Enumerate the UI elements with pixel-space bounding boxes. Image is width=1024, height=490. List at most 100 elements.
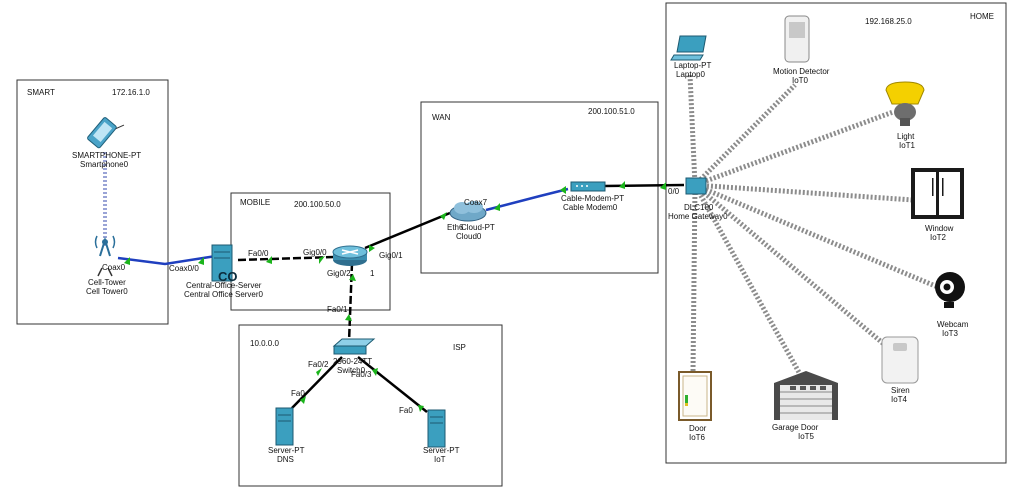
router-device[interactable]: Gig0/0 Gig0/1 Gig0/2 1 Fa0/1 bbox=[303, 245, 403, 314]
gateway-type: DLC100 bbox=[684, 203, 714, 212]
zone-smart: SMART 172.16.1.0 bbox=[16, 79, 169, 325]
wireless-links bbox=[103, 74, 941, 387]
cell-tower-icon bbox=[94, 235, 116, 277]
router-port-gig01: Gig0/1 bbox=[379, 251, 403, 260]
laptop-type: Laptop-PT bbox=[674, 61, 711, 70]
webcam-type: Webcam bbox=[937, 320, 969, 329]
eth-switch-dns bbox=[291, 356, 343, 409]
cloud-device[interactable]: Coax7 Eth6 Cloud-PT Cloud0 bbox=[447, 198, 495, 241]
garage-door-device[interactable]: Garage Door IoT5 bbox=[772, 371, 838, 441]
server-icon bbox=[427, 409, 446, 448]
cable-links bbox=[117, 183, 685, 413]
siren-icon bbox=[881, 336, 919, 384]
zone-mobile-label: MOBILE bbox=[240, 198, 270, 207]
webcam-device[interactable]: Webcam IoT3 bbox=[935, 272, 969, 338]
dns-port: Fa0 bbox=[291, 389, 305, 398]
router-icon bbox=[332, 245, 368, 266]
door-name: IoT6 bbox=[689, 433, 706, 442]
zone-isp-label: 10.0.0.0 bbox=[250, 339, 279, 348]
webcam-icon bbox=[935, 272, 965, 308]
zone-smart-network: 172.16.1.0 bbox=[112, 88, 150, 97]
router-port-gig02: Gig0/2 bbox=[327, 269, 351, 278]
webcam-name: IoT3 bbox=[942, 329, 959, 338]
eth-modem-gateway bbox=[603, 183, 685, 188]
gateway-icon bbox=[685, 177, 707, 195]
iot-server-type: Server-PT bbox=[423, 446, 460, 455]
cell-tower-type: Cell-Tower bbox=[88, 278, 126, 287]
central-office-name: Central Office Server0 bbox=[184, 290, 264, 299]
dns-type: Server-PT bbox=[268, 446, 305, 455]
cable-modem-name: Cable Modem0 bbox=[563, 203, 618, 212]
zone-wan-label: WAN bbox=[432, 113, 451, 122]
cable-modem-device[interactable]: Cable-Modem-PT Cable Modem0 bbox=[561, 181, 624, 212]
motion-detector-device[interactable]: Motion Detector IoT0 bbox=[773, 15, 830, 85]
motion-sensor-icon bbox=[784, 15, 810, 63]
coax-cloud-modem bbox=[485, 187, 569, 212]
switch-name: Switch0 bbox=[337, 366, 366, 375]
lamp-icon bbox=[885, 81, 925, 126]
cloud-type: Cloud-PT bbox=[461, 223, 495, 232]
switch-port-fa02: Fa0/2 bbox=[308, 360, 329, 369]
server-icon bbox=[211, 244, 233, 282]
central-office-type: Central-Office-Server bbox=[186, 281, 262, 290]
cell-tower-name: Cell Tower0 bbox=[86, 287, 128, 296]
smartphone-device[interactable]: SMARTPHONE-PT Smartphone0 bbox=[72, 112, 141, 169]
door-device[interactable]: Door IoT6 bbox=[678, 371, 712, 442]
cloud-icon bbox=[449, 201, 487, 222]
light-device[interactable]: Light IoT1 bbox=[885, 81, 925, 150]
motion-type: Motion Detector bbox=[773, 67, 830, 76]
cloud-name: Cloud0 bbox=[456, 232, 482, 241]
zone-home: HOME 192.168.25.0 bbox=[665, 2, 1007, 464]
zone-isp-title: ISP bbox=[453, 343, 466, 352]
garage-icon bbox=[774, 371, 838, 420]
gateway-port: 0/0 bbox=[668, 187, 680, 196]
zone-smart-label: SMART bbox=[27, 88, 55, 97]
zone-home-label: HOME bbox=[970, 12, 994, 21]
window-name: IoT2 bbox=[930, 233, 947, 242]
cell-tower-port: Coax0 bbox=[102, 263, 126, 272]
zone-home-network: 192.168.25.0 bbox=[865, 17, 912, 26]
eth-router-cloud bbox=[364, 211, 451, 250]
laptop-device[interactable]: Laptop-PT Laptop0 bbox=[670, 35, 711, 79]
link-lights bbox=[124, 181, 666, 412]
siren-name: IoT4 bbox=[891, 395, 908, 404]
eth-switch-iot bbox=[357, 356, 428, 413]
server-iot-device[interactable]: Fa0 Server-PT IoT bbox=[399, 406, 460, 464]
co-port-fa: Fa0/0 bbox=[248, 249, 269, 258]
central-office-device[interactable]: CO Coax0/0 Fa0/0 Central-Office-Server C… bbox=[169, 244, 269, 299]
coax-tower-co bbox=[117, 254, 217, 266]
motion-name: IoT0 bbox=[792, 76, 809, 85]
switch-device[interactable]: 2960-24TT Switch0 Fa0/2 Fa0/3 bbox=[308, 338, 376, 379]
siren-type: Siren bbox=[891, 386, 910, 395]
window-device[interactable]: Window IoT2 bbox=[911, 168, 964, 242]
cloud-port-eth6: Eth6 bbox=[447, 223, 464, 232]
eth-router-switch bbox=[347, 262, 354, 343]
dns-name: DNS bbox=[277, 455, 294, 464]
zone-isp: 10.0.0.0 ISP bbox=[238, 324, 503, 487]
iot-server-port: Fa0 bbox=[399, 406, 413, 415]
door-icon bbox=[678, 371, 712, 421]
server-icon bbox=[275, 407, 294, 446]
router-port-extra: 1 bbox=[370, 269, 375, 278]
zone-mobile-network: 200.100.50.0 bbox=[294, 200, 341, 209]
cable-modem-type: Cable-Modem-PT bbox=[561, 194, 624, 203]
server-dns-device[interactable]: Fa0 Server-PT DNS bbox=[268, 389, 305, 464]
window-type: Window bbox=[925, 224, 954, 233]
co-port-coax: Coax0/0 bbox=[169, 264, 199, 273]
door-type: Door bbox=[689, 424, 707, 433]
siren-device[interactable]: Siren IoT4 bbox=[881, 336, 919, 404]
home-gateway-device[interactable]: 0/0 DLC100 Home Gateway0 bbox=[668, 177, 728, 221]
switch-type: 2960-24TT bbox=[333, 357, 372, 366]
router-port-gig00: Gig0/0 bbox=[303, 248, 327, 257]
zone-wan: WAN 200.100.51.0 bbox=[420, 101, 659, 274]
switch-icon bbox=[332, 338, 376, 355]
router-port-fa01: Fa0/1 bbox=[327, 305, 348, 314]
light-type: Light bbox=[897, 132, 915, 141]
garage-name: IoT5 bbox=[798, 432, 815, 441]
zone-wan-network: 200.100.51.0 bbox=[588, 107, 635, 116]
smartphone-icon bbox=[87, 117, 125, 149]
cell-tower-device[interactable]: Coax0 Cell-Tower Cell Tower0 bbox=[86, 235, 128, 296]
light-name: IoT1 bbox=[899, 141, 916, 150]
smartphone-type: SMARTPHONE-PT bbox=[72, 151, 141, 160]
gateway-name: Home Gateway0 bbox=[668, 212, 728, 221]
